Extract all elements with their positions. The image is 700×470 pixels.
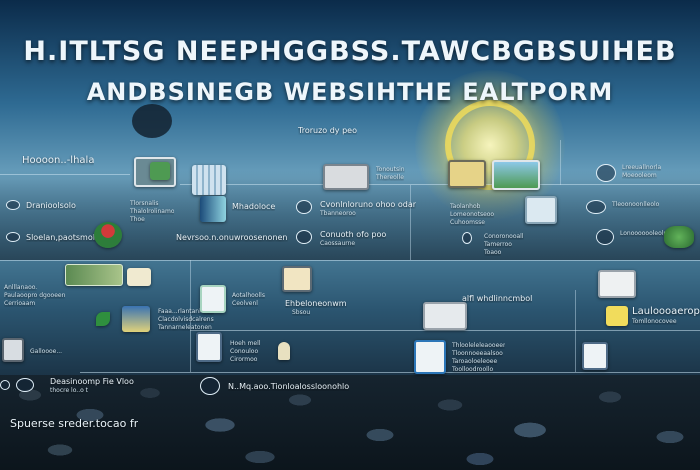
todo-label-b: Lomeonotseoo bbox=[450, 211, 495, 218]
center-1c: Thoe bbox=[130, 216, 145, 223]
bottom-left-label: Spuerse sreder.tocao fr bbox=[10, 418, 139, 430]
connector bbox=[575, 290, 576, 372]
left-heading: Hoooon..-lhala bbox=[22, 155, 95, 166]
calendar-card-icon bbox=[414, 340, 446, 374]
eye-icon bbox=[6, 200, 20, 210]
eye-icon bbox=[6, 232, 20, 242]
mail-sub-label: Sbsou bbox=[292, 309, 311, 316]
tablet-icon bbox=[582, 342, 608, 370]
title-line-2: ANDBSINEGB WEBSIHTHE EALTPORM bbox=[86, 78, 614, 106]
chat-icon bbox=[296, 200, 312, 214]
connector bbox=[560, 140, 561, 185]
house-icon bbox=[127, 268, 151, 286]
coverage-d: Caossaurne bbox=[320, 240, 356, 247]
landscape-card bbox=[65, 264, 123, 286]
far-right-top-a: Lreeuallnorla bbox=[622, 164, 662, 171]
storage-device-icon bbox=[423, 302, 467, 330]
connector bbox=[180, 184, 560, 185]
center-1a: Tlorsnalis bbox=[130, 200, 159, 207]
center-mid-e: Ceolvenl bbox=[232, 300, 258, 307]
far-right-lower-a: Lonooooooleolpo bbox=[620, 230, 671, 237]
left-row-5a: Deasinoomp Fie Vloo bbox=[50, 377, 134, 386]
right-mid-a: Conoronooall bbox=[484, 233, 524, 240]
top-center-label: Troruzo dy peo bbox=[298, 126, 357, 135]
tray-label-a: Tonoutsin bbox=[376, 166, 405, 173]
right-foot-b: Tloonnoeeaalsoo bbox=[452, 350, 503, 357]
newsroom-label: Nevrsoo.n.onuwroosenonen bbox=[176, 233, 288, 242]
document-card-icon bbox=[598, 270, 636, 298]
center-bottom-label: N..Mq.aoo.Tionloalossloonohlo bbox=[228, 382, 350, 391]
right-foot-a: Thlooleleleaooeer bbox=[452, 342, 506, 349]
nature-card bbox=[122, 306, 150, 332]
left-row-4: Galloooe... bbox=[30, 348, 63, 355]
tablet-icon bbox=[196, 332, 222, 362]
coverage-b: Tbanneoroo bbox=[320, 210, 356, 217]
left-row-3c: Cerrioaam bbox=[4, 300, 36, 307]
left-row-5b: thocre lo..o t bbox=[50, 387, 89, 394]
plant-icon bbox=[664, 226, 694, 248]
person-icon bbox=[278, 342, 290, 360]
far-right-top-b: Moeooleom bbox=[622, 172, 657, 179]
radio-device-icon bbox=[323, 164, 369, 190]
monitor-icon bbox=[2, 338, 24, 362]
mail-card-icon bbox=[282, 266, 312, 292]
todo-label-c: Cuhoomsse bbox=[450, 219, 485, 226]
landscape-card bbox=[492, 160, 540, 190]
connector bbox=[0, 260, 700, 261]
coverage-c: Conuoth ofo poo bbox=[320, 230, 387, 239]
center-mid-c: Tannarneleatonen bbox=[158, 324, 212, 331]
tray-label-b: Thereolle bbox=[376, 174, 404, 181]
connector bbox=[190, 330, 700, 331]
grid-panel-icon bbox=[192, 165, 226, 195]
left-row-1: Dranioolsolo bbox=[26, 201, 76, 210]
left-row-3b: Paulaoopro dgooeen bbox=[4, 292, 66, 299]
bar-chart-icon bbox=[200, 196, 226, 222]
document-stack-icon bbox=[200, 285, 226, 313]
folder-icon bbox=[448, 160, 486, 188]
center-lower-a: Hoeh mell bbox=[230, 340, 261, 347]
right-foot-c: Taroaoloeleoee bbox=[452, 358, 498, 365]
person-icon bbox=[0, 380, 10, 390]
leaf-icon bbox=[96, 312, 110, 326]
left-row-2: Sloelan,paotsmolle bbox=[26, 233, 103, 242]
person-icon bbox=[462, 232, 472, 244]
far-right-lower-c: Tomllonocovee bbox=[632, 318, 677, 325]
left-row-3a: Anlllanaoo. bbox=[4, 284, 38, 291]
title-line-1: H.ITLTSG NEEPHGGBSS.TAWCBGBSUIHEB bbox=[23, 36, 677, 67]
center-mid-a: Faaa...rlantanl oad bbox=[158, 308, 214, 315]
center-1b: Thalolrolinamo bbox=[130, 208, 175, 215]
center-lower-c: Cirormoo bbox=[230, 356, 258, 363]
pebble-ground bbox=[0, 375, 700, 470]
center-mid-d: Aotalhoolls bbox=[232, 292, 265, 299]
chat-icon bbox=[586, 200, 606, 214]
globe-icon bbox=[200, 377, 220, 395]
todo-label-a: Taolanhob bbox=[450, 203, 481, 210]
globe-icon bbox=[596, 229, 614, 245]
plant-screen-icon bbox=[150, 162, 170, 180]
box-icon bbox=[525, 196, 557, 224]
eye-icon bbox=[16, 378, 34, 392]
mail-label: Ehbeloneonwm bbox=[285, 299, 347, 308]
far-right-lower-b: Lauloooaeroplanaio bbox=[632, 306, 700, 317]
connector bbox=[80, 372, 700, 373]
center-near-plant: Mhadoloce bbox=[232, 202, 276, 211]
flower-plant-icon bbox=[94, 222, 122, 248]
center-lower-b: Conouloo bbox=[230, 348, 259, 355]
gear-icon bbox=[596, 164, 616, 182]
center-mid-b: Clacdolvisdcalrens bbox=[158, 316, 214, 323]
sticky-note-icon bbox=[606, 306, 628, 326]
connector bbox=[0, 174, 130, 175]
connector bbox=[410, 185, 411, 260]
right-mid-b: Tamerroo bbox=[484, 241, 512, 248]
right-mid-c: Toaoo bbox=[484, 249, 502, 256]
connector bbox=[190, 260, 191, 372]
far-right-top-c: Tleoonoonlleolo bbox=[612, 201, 660, 208]
connector bbox=[560, 184, 700, 185]
dark-blob bbox=[132, 104, 172, 138]
right-foot-d: Toolloodroollo bbox=[452, 366, 494, 373]
right-center-label: alfl whdlinncmbol bbox=[462, 294, 533, 303]
chat-icon bbox=[296, 230, 312, 244]
coverage-a: Cvonlnloruno ohoo odar bbox=[320, 200, 417, 209]
